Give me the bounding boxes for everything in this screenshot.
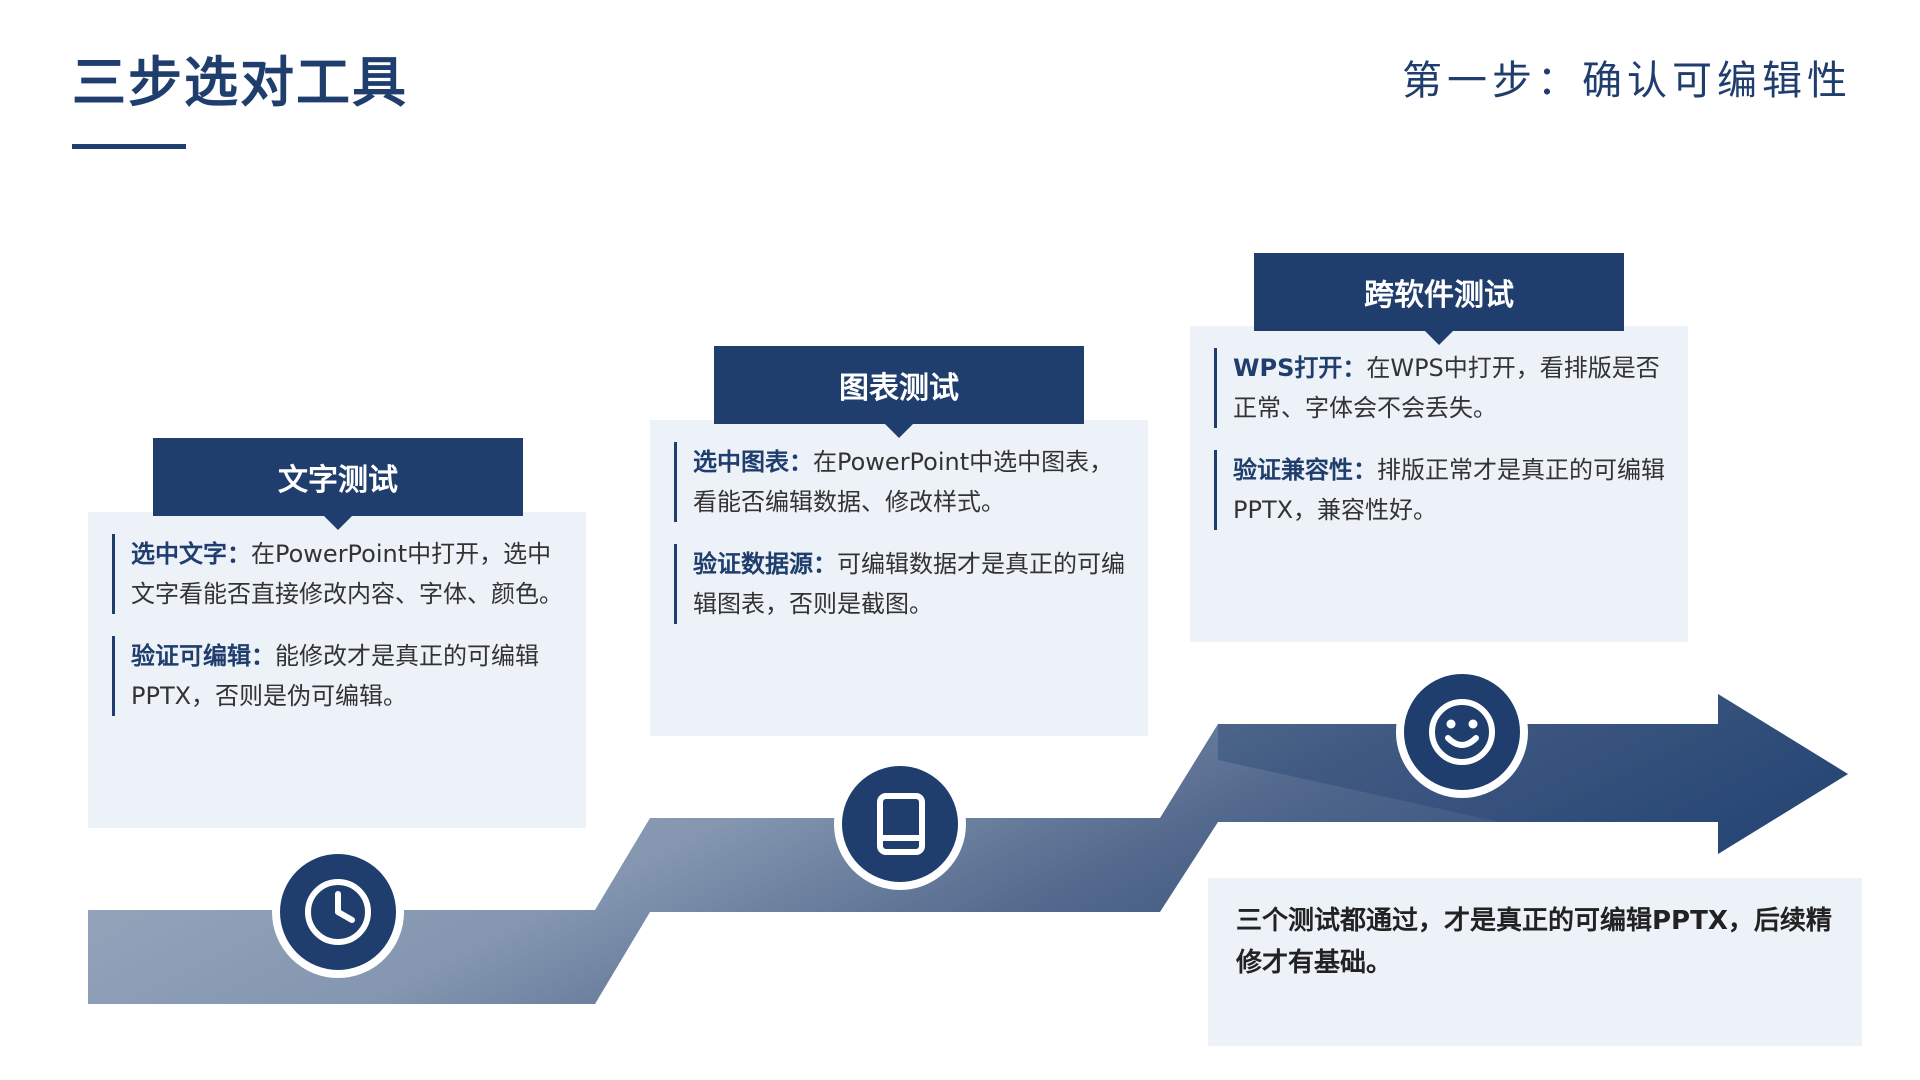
item-label: 验证可编辑： xyxy=(131,642,275,670)
step-card-cross-software-test: WPS打开：在WPS中打开，看排版是否正常、字体会不会丢失。 验证兼容性：排版正… xyxy=(1190,326,1688,642)
item-text: 能修改才是真正的可编辑PPTX，否则是伪可编辑。 xyxy=(131,642,539,710)
clock-icon xyxy=(272,846,404,978)
step-tag-cross-software-test: 跨软件测试 xyxy=(1254,253,1624,345)
item-text: 可编辑数据才是真正的可编辑图表，否则是截图。 xyxy=(693,550,1125,618)
step-card-text-test: 选中文字：在PowerPoint中打开，选中文字看能否直接修改内容、字体、颜色。… xyxy=(88,512,586,828)
stair-band-shade xyxy=(1218,694,1848,854)
step-item: WPS打开：在WPS中打开，看排版是否正常、字体会不会丢失。 xyxy=(1214,348,1674,428)
summary-box: 三个测试都通过，才是真正的可编辑PPTX，后续精修才有基础。 xyxy=(1208,878,1862,1046)
item-text: 排版正常才是真正的可编辑PPTX，兼容性好。 xyxy=(1233,456,1665,524)
summary-text: 三个测试都通过，才是真正的可编辑PPTX，后续精修才有基础。 xyxy=(1236,906,1832,978)
item-text: 在PowerPoint中选中图表，看能否编辑数据、修改样式。 xyxy=(693,448,1114,516)
stair-band xyxy=(88,694,1848,1004)
step-items: 选中图表：在PowerPoint中选中图表，看能否编辑数据、修改样式。 验证数据… xyxy=(674,442,1134,646)
step-item: 验证数据源：可编辑数据才是真正的可编辑图表，否则是截图。 xyxy=(674,544,1134,624)
step-item: 选中文字：在PowerPoint中打开，选中文字看能否直接修改内容、字体、颜色。 xyxy=(112,534,572,614)
book-icon xyxy=(834,758,966,890)
step-card-chart-test: 选中图表：在PowerPoint中选中图表，看能否编辑数据、修改样式。 验证数据… xyxy=(650,420,1148,736)
item-label: 验证数据源： xyxy=(693,550,837,578)
step-item: 选中图表：在PowerPoint中选中图表，看能否编辑数据、修改样式。 xyxy=(674,442,1134,522)
smiley-icon xyxy=(1396,666,1528,798)
item-label: 验证兼容性： xyxy=(1233,456,1377,484)
step-item: 验证可编辑：能修改才是真正的可编辑PPTX，否则是伪可编辑。 xyxy=(112,636,572,716)
step-subtitle: 第一步：确认可编辑性 xyxy=(1402,58,1852,104)
step-items: 选中文字：在PowerPoint中打开，选中文字看能否直接修改内容、字体、颜色。… xyxy=(112,534,572,738)
item-label: 选中文字： xyxy=(131,540,251,568)
item-text: 在WPS中打开，看排版是否正常、字体会不会丢失。 xyxy=(1233,354,1660,422)
item-label: 选中图表： xyxy=(693,448,813,476)
step-tag-chart-test: 图表测试 xyxy=(714,346,1084,438)
title-underline xyxy=(72,144,186,149)
step-tag-text-test: 文字测试 xyxy=(153,438,523,530)
step-items: WPS打开：在WPS中打开，看排版是否正常、字体会不会丢失。 验证兼容性：排版正… xyxy=(1214,348,1674,552)
page-title: 三步选对工具 xyxy=(72,51,408,114)
item-label: WPS打开： xyxy=(1233,354,1367,382)
step-item: 验证兼容性：排版正常才是真正的可编辑PPTX，兼容性好。 xyxy=(1214,450,1674,530)
item-text: 在PowerPoint中打开，选中文字看能否直接修改内容、字体、颜色。 xyxy=(131,540,563,608)
